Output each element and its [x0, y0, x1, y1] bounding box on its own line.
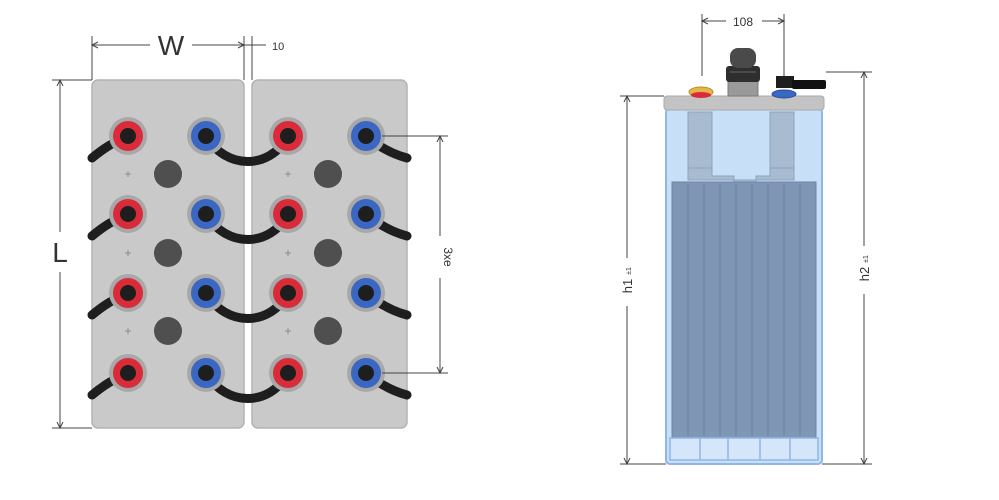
terminal-bolt: [198, 285, 214, 301]
gap-dimension: [244, 36, 266, 80]
terminal-bolt: [198, 128, 214, 144]
top-view: + + + + + + W 10 L: [52, 30, 455, 430]
side-view: 108 h1 ±1 h2 ±1: [620, 14, 872, 466]
vent-icon: [314, 317, 342, 345]
terminal-width-label: 108: [733, 15, 753, 29]
plate-stack: [671, 181, 817, 439]
polarity-mark: +: [284, 246, 291, 260]
h2-label-group: h2 ±1: [857, 255, 872, 281]
h2-tolerance: ±1: [863, 255, 870, 263]
terminal-bolt: [120, 365, 136, 381]
terminal-bolt: [120, 128, 136, 144]
plate-separators: [687, 184, 801, 436]
terminal-bolt: [358, 285, 374, 301]
terminal-bolt: [280, 128, 296, 144]
top-view-cells: + + + + + +: [87, 117, 412, 403]
vent-icon: [314, 239, 342, 267]
positive-terminal-icon: [688, 86, 714, 98]
h1-tolerance: ±1: [626, 267, 633, 275]
terminal-bolt: [358, 365, 374, 381]
container-feet: [669, 437, 819, 461]
length-label: L: [52, 237, 68, 268]
terminal-bolt: [358, 128, 374, 144]
vent-plug-icon: [726, 48, 760, 97]
terminal-bolt: [280, 285, 296, 301]
polarity-mark: +: [124, 167, 131, 181]
h1-label: h1: [620, 279, 635, 293]
spacing-dimension: [382, 134, 448, 375]
terminal-bolt: [280, 206, 296, 222]
terminal-bolt: [198, 365, 214, 381]
h2-label: h2: [857, 267, 872, 281]
terminal-bolt: [358, 206, 374, 222]
h1-label-group: h1 ±1: [620, 267, 635, 293]
vent-icon: [154, 160, 182, 188]
connector-plug-icon: [776, 76, 826, 89]
vent-icon: [154, 317, 182, 345]
vent-icon: [154, 239, 182, 267]
terminal-bolt: [198, 206, 214, 222]
h2-dimension: [822, 70, 872, 466]
terminal-width-dimension: [700, 14, 786, 76]
width-label: W: [158, 30, 185, 61]
polarity-mark: +: [124, 324, 131, 338]
vent-icon: [314, 160, 342, 188]
polarity-mark: +: [284, 324, 291, 338]
terminal-bolt: [120, 206, 136, 222]
terminal-pillars: [687, 111, 795, 185]
gap-label: 10: [272, 41, 284, 53]
polarity-mark: +: [124, 246, 131, 260]
length-dimension: [52, 78, 92, 430]
terminal-bolt: [280, 365, 296, 381]
polarity-mark: +: [284, 167, 291, 181]
width-dimension: [90, 36, 246, 80]
cell-lid: [663, 95, 825, 111]
terminal-bolt: [120, 285, 136, 301]
h1-dimension: [620, 94, 666, 466]
spacing-label: 3xe: [441, 247, 455, 267]
negative-terminal-icon: [771, 89, 797, 99]
